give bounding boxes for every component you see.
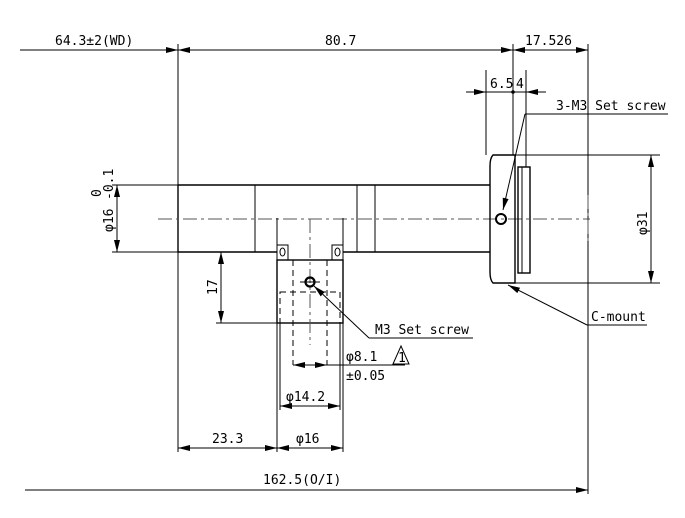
callout-3m3-text: 3-M3 Set screw <box>556 99 666 114</box>
revision-mark: 1 <box>398 351 406 366</box>
dim-tube-tol-lower: -0.1 <box>102 169 117 200</box>
dim-flange-diameter: φ31 <box>636 155 654 283</box>
dim-port-inner-diameter: φ8.1 1 ±0.05 <box>293 344 410 384</box>
callout-m3-text: M3 Set screw <box>375 323 469 338</box>
dim-port-height: 17 <box>206 252 224 323</box>
lens-tube <box>158 184 590 253</box>
port-set-screw-hole-icon <box>304 276 316 288</box>
dim-port-inner-text: φ8.1 <box>346 350 377 365</box>
dim-port-outer-text: φ16 <box>296 432 319 447</box>
callout-m3-set-screw: M3 Set screw <box>313 285 473 339</box>
dim-body-length-text: 80.7 <box>325 34 356 49</box>
dim-body-length: 80.7 <box>178 34 513 53</box>
dim-flange-back: 17.526 <box>513 34 588 53</box>
callout-3m3-set-screw: 3-M3 Set screw <box>502 99 668 211</box>
dim-port-outer-diameter: φ16 <box>277 432 343 451</box>
dim-port-mid-diameter: φ14.2 <box>280 390 340 409</box>
dim-offset-b-text: 4 <box>516 77 524 92</box>
set-screw-hole-icon <box>495 213 507 225</box>
dim-offset: 6.5 4 <box>466 75 546 95</box>
dim-total-length: 162.5(O/I) <box>25 473 588 493</box>
dim-port-position: 23.3 <box>178 432 277 451</box>
dim-tube-diameter: φ16 0 -0.1 <box>90 169 120 252</box>
revision-triangle-icon <box>392 344 410 365</box>
dim-offset-a-text: 6.5 <box>490 77 513 92</box>
dim-port-position-text: 23.3 <box>212 432 243 447</box>
dim-port-inner-tol: ±0.05 <box>346 369 385 384</box>
dim-flange-back-text: 17.526 <box>525 34 572 49</box>
illumination-port <box>276 218 344 410</box>
c-mount-flange <box>489 154 589 284</box>
dim-tube-diameter-text: φ16 <box>102 209 117 232</box>
callout-c-mount-text: C-mount <box>591 310 646 325</box>
dim-working-distance: 64.3±2(WD) <box>20 34 178 53</box>
dim-port-height-text: 17 <box>206 279 221 295</box>
dim-flange-diameter-text: φ31 <box>636 212 651 235</box>
dim-tube-tol-upper: 0 <box>90 189 105 197</box>
callout-c-mount: C-mount <box>507 284 647 326</box>
dim-port-mid-text: φ14.2 <box>286 390 325 405</box>
dim-total-length-text: 162.5(O/I) <box>263 473 341 488</box>
dim-wd-text: 64.3±2(WD) <box>55 34 133 49</box>
